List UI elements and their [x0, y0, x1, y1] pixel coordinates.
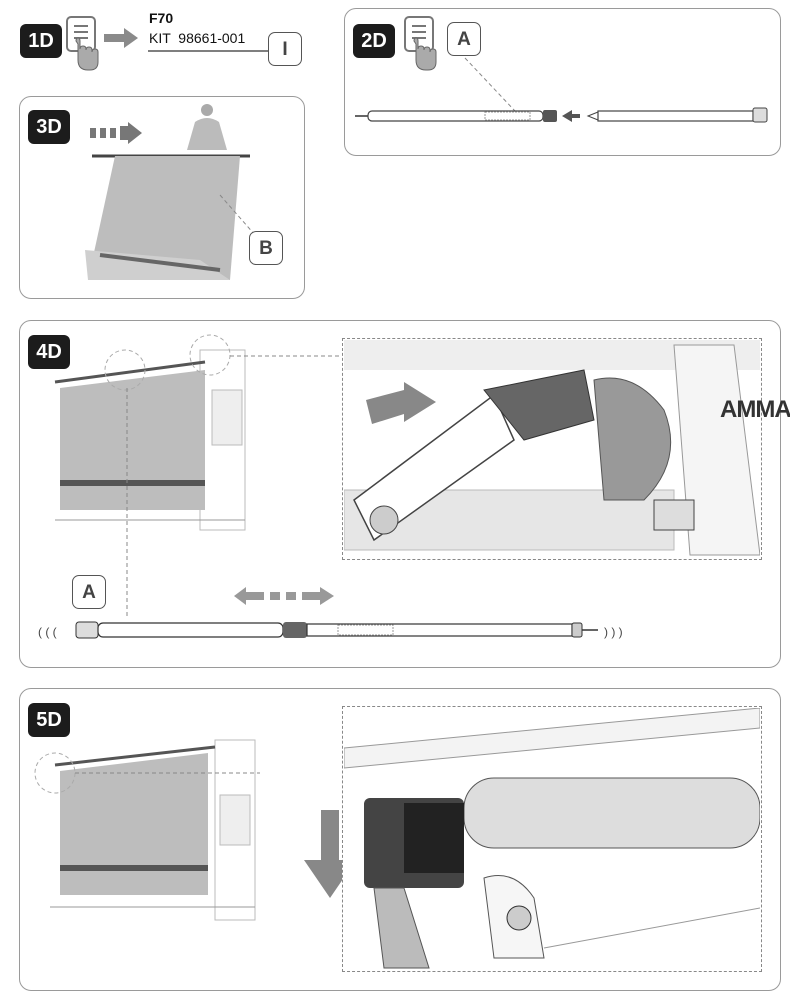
svg-text:) ) ): ) ) ) — [604, 625, 623, 639]
step-badge-2d: 2D — [353, 24, 395, 58]
telescopic-pole-illustration: ( ( ( ) ) ) — [38, 621, 623, 639]
brand-text: AMMA — [720, 396, 790, 423]
ref-label-a: A — [447, 22, 481, 56]
slide-arrows-icon — [234, 587, 334, 605]
manual-touch-icon — [404, 16, 437, 71]
ref-label-b: B — [249, 231, 283, 265]
manual-touch-icon — [66, 16, 99, 71]
step-badge-4d: 4D — [28, 335, 70, 369]
model-name: F70 — [149, 10, 174, 26]
awning-unroll-illustration — [85, 104, 256, 280]
bracket-closeup-4d — [344, 340, 760, 556]
bracket-closeup-5d — [344, 708, 760, 969]
step-badge-3d: 3D — [28, 110, 70, 144]
van-awning-overview-5d — [34, 739, 260, 921]
pole-assembly-illustration — [355, 57, 768, 123]
arrow-right-icon — [104, 28, 138, 48]
kit-leader-line — [148, 50, 268, 52]
kit-number: KIT 98661-001 — [149, 30, 246, 46]
step-badge-1d: 1D — [20, 24, 62, 58]
van-awning-overview — [54, 334, 246, 531]
step-badge-5d: 5D — [28, 703, 70, 737]
svg-text:( ( (: ( ( ( — [38, 625, 57, 639]
ref-label-i: I — [268, 32, 302, 66]
detail-leader-lines — [126, 355, 348, 618]
ref-label-a: A — [72, 575, 106, 609]
